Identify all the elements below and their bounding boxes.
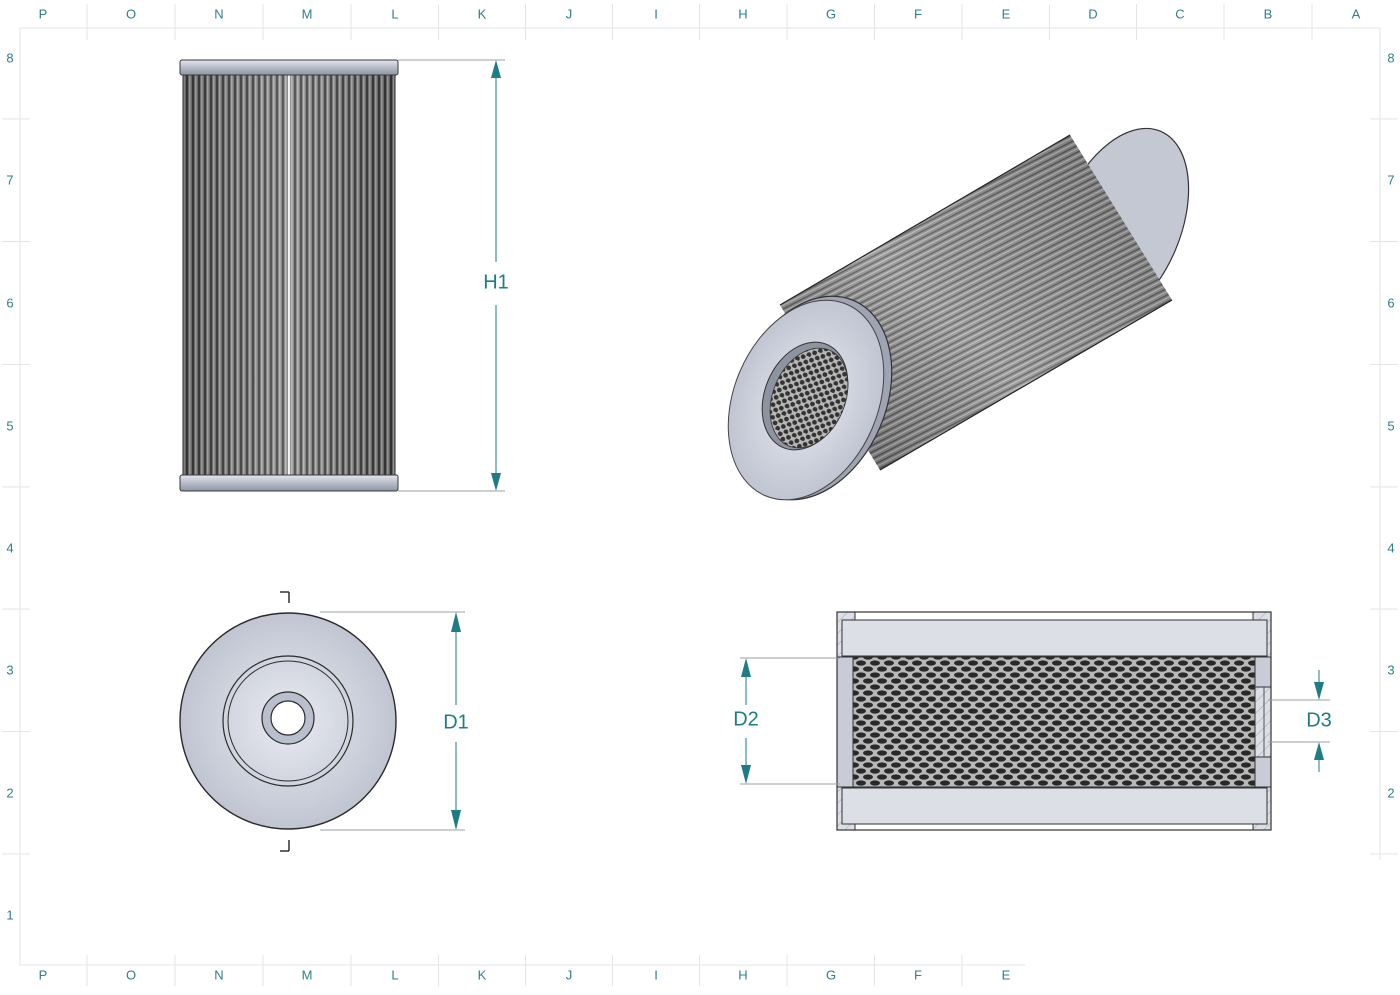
dimension-d3 [1268,670,1330,772]
zone-label-top-15: A [1351,6,1361,22]
zone-label-right-6: 2 [1387,785,1395,801]
zone-label-top-5: K [477,6,487,22]
zone-label-top-1: O [125,6,137,22]
zone-label-bottom-4: L [391,967,399,983]
dimension-h1-label: H1 [483,271,509,294]
zone-label-right-5: 3 [1387,662,1395,678]
top-view [179,591,397,852]
front-view [179,59,399,492]
zone-label-bottom-8: H [738,967,748,983]
zone-label-bottom-3: M [301,967,313,983]
zone-label-left-5: 3 [6,662,14,678]
zone-label-right-1: 7 [1387,172,1395,188]
zone-label-bottom-5: K [477,967,487,983]
dimension-d1 [320,611,465,831]
zone-label-right-0: 8 [1387,50,1395,66]
zone-label-top-12: D [1088,6,1098,22]
zone-label-left-1: 7 [6,172,14,188]
zone-label-top-14: B [1263,6,1273,22]
zone-label-top-13: C [1175,6,1185,22]
dimension-h1 [398,59,505,492]
zone-label-top-8: H [738,6,748,22]
zone-label-top-11: E [1001,6,1011,22]
zone-label-right-4: 4 [1387,540,1395,556]
zone-label-top-0: P [38,6,48,22]
zone-label-right-2: 6 [1387,295,1395,311]
zone-label-top-10: F [914,6,922,22]
zone-ticks [2,4,1398,986]
zone-label-top-2: N [214,6,224,22]
zone-label-bottom-0: P [38,967,48,983]
zone-label-bottom-10: F [914,967,922,983]
dimension-d1-label: D1 [443,711,469,734]
zone-label-top-6: J [565,6,573,22]
zone-label-left-0: 8 [6,50,14,66]
zone-label-left-4: 4 [6,540,14,556]
dimension-d2-label: D2 [733,708,759,731]
zone-label-left-3: 5 [6,418,14,434]
isometric-view [727,127,1190,501]
zone-label-bottom-2: N [214,967,224,983]
zone-label-bottom-7: I [654,967,658,983]
zone-label-left-6: 2 [6,785,14,801]
zone-label-top-4: L [391,6,399,22]
zone-label-bottom-9: G [825,967,837,983]
zone-label-left-2: 6 [6,295,14,311]
zone-label-bottom-6: J [565,967,573,983]
dimension-d2 [740,657,840,785]
zone-label-top-7: I [654,6,658,22]
zone-label-top-3: M [301,6,313,22]
zone-label-bottom-1: O [125,967,137,983]
zone-label-left-7: 1 [6,907,14,923]
section-view [836,611,1272,831]
zone-label-right-3: 5 [1387,418,1395,434]
zone-label-top-9: G [825,6,837,22]
zone-label-bottom-11: E [1001,967,1011,983]
dimension-d3-label: D3 [1306,709,1332,732]
